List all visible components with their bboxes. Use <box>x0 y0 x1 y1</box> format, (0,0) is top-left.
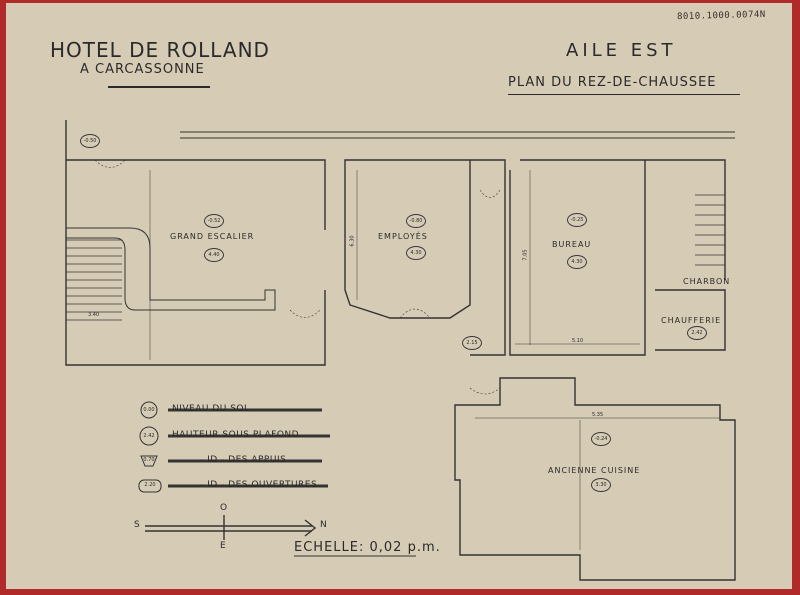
wall-cuisine <box>454 377 736 581</box>
room-employes: EMPLOYÉS <box>378 232 428 241</box>
level-mark: -0.24 <box>591 432 611 446</box>
height-mark: 4.30 <box>406 246 426 260</box>
compass-east: E <box>220 541 226 551</box>
plan-sheet <box>6 3 792 589</box>
room-charbon: CHARBON <box>683 277 731 286</box>
wall-bureau <box>509 159 646 356</box>
dimension-label: 5.35 <box>592 412 604 418</box>
room-chaufferie: CHAUFFERIE <box>661 316 722 325</box>
street-line <box>180 131 735 139</box>
legend-symbol: 2.42 <box>143 433 155 439</box>
height-mark: 4.40 <box>204 248 224 262</box>
compass-north: N <box>320 520 327 530</box>
dimension-lines <box>149 170 720 550</box>
legend-symbol: 2.20 <box>144 482 156 488</box>
wall-west <box>65 120 326 366</box>
wing-label: AILE EST <box>566 40 677 61</box>
height-mark: 3.30 <box>591 478 611 492</box>
compass-arrows <box>145 515 317 540</box>
legend-symbols <box>138 401 330 493</box>
dimension-label: 6.30 <box>349 235 356 247</box>
floor-label-underline <box>508 94 740 95</box>
level-mark: -0.25 <box>567 213 587 227</box>
room-bureau: BUREAU <box>552 240 592 249</box>
dimension-label: 5.10 <box>572 338 584 344</box>
plan-floor-label: PLAN DU REZ-DE-CHAUSSEE <box>508 75 717 90</box>
wall-passage <box>470 159 506 356</box>
legend-symbol: 0.00 <box>143 407 155 413</box>
room-ancienne-cuisine: ANCIENNE CUISINE <box>548 466 641 475</box>
legend-label: HAUTEUR SOUS PLAFOND <box>172 430 300 440</box>
level-mark: -0.50 <box>80 134 100 148</box>
height-mark: 4.30 <box>567 255 587 269</box>
stair-treads <box>66 239 122 321</box>
service-stair-treads <box>695 194 725 266</box>
level-mark: -0.52 <box>204 214 224 228</box>
stair-rail <box>66 227 276 311</box>
dimension-label: 3.40 <box>88 312 100 318</box>
wall-service <box>645 159 726 351</box>
wall-employes <box>344 159 471 319</box>
plan-title: HOTEL DE ROLLAND <box>50 38 270 62</box>
room-grand-escalier: GRAND ESCALIER <box>170 232 255 241</box>
level-mark: -0.80 <box>406 214 426 228</box>
compass-west: O <box>220 503 228 513</box>
height-mark: 2.42 <box>687 326 707 340</box>
dimension-label: 7.05 <box>522 249 529 261</box>
legend-label: - ID - DES APPUIS <box>200 455 287 465</box>
opening-mark: 2.15 <box>462 336 482 350</box>
plan-subtitle: A CARCASSONNE <box>80 62 205 77</box>
legend-label: - ID - DES OUVERTURES <box>200 480 318 490</box>
legend-label: NIVEAU DU SOL <box>172 404 250 414</box>
wall-escalier-north <box>150 159 326 230</box>
compass-south: S <box>134 520 140 530</box>
door-swings <box>94 159 501 395</box>
subtitle-underline <box>108 86 210 88</box>
scale-label: ECHELLE: 0,02 p.m. <box>294 540 441 555</box>
legend-symbol: 0.70 <box>143 457 155 463</box>
